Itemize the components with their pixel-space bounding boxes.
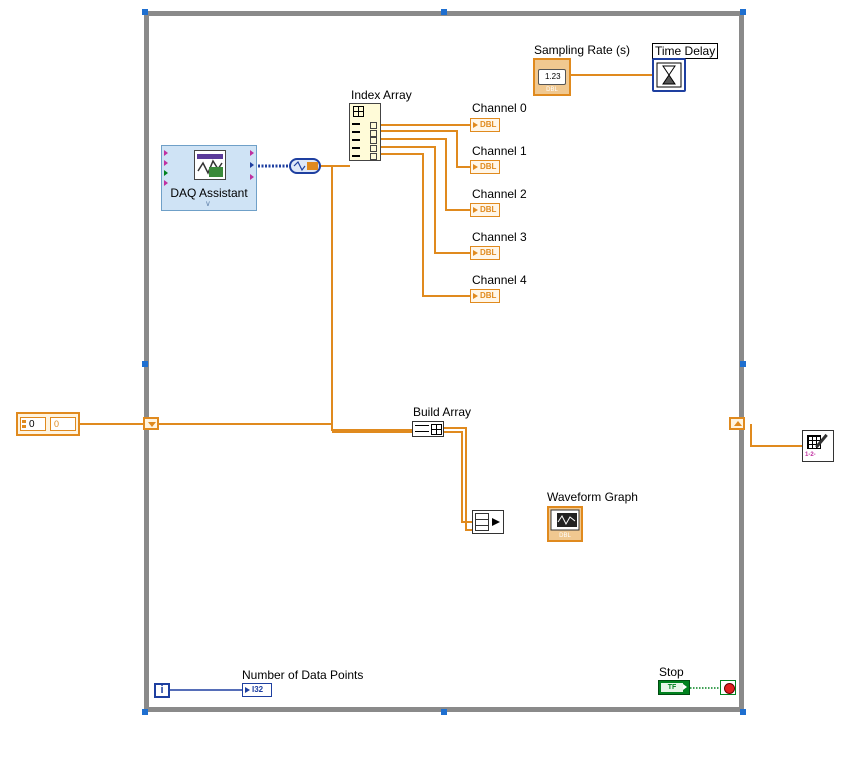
wire-shift-register-to-file[interactable] (750, 424, 802, 447)
stop-sign-icon (724, 683, 735, 694)
iteration-terminal-text: i (160, 684, 164, 696)
channel-4-type: DBL (480, 291, 497, 300)
channel-0-label: Channel 0 (472, 101, 527, 115)
daq-output-terminal-icon[interactable] (250, 162, 254, 168)
daq-assistant[interactable]: DAQ Assistant ∨ (161, 145, 257, 211)
loop-resize-handle[interactable] (142, 9, 148, 15)
expand-chevron-icon[interactable]: ∨ (205, 199, 211, 208)
shift-down-arrow-icon (148, 422, 156, 427)
loop-resize-handle[interactable] (441, 9, 447, 15)
index-output-3[interactable] (370, 145, 377, 152)
index-array[interactable] (349, 103, 381, 161)
array-index-value: 0 (29, 419, 35, 430)
wire-channel-3[interactable] (380, 146, 470, 254)
channel-4-indicator[interactable]: DBL (470, 289, 500, 303)
daq-wave-icon (197, 154, 223, 177)
build-array-inputs-icon (415, 425, 429, 434)
channel-0-type: DBL (480, 120, 497, 129)
channel-1-type: DBL (480, 162, 497, 171)
dbl-wires (80, 74, 802, 531)
daq-output-terminal-icon[interactable] (250, 150, 254, 156)
array-element-value: 0 (54, 419, 63, 429)
sampling-rate-control[interactable]: 1.23 DBL (533, 58, 571, 96)
numeric-display: 1.23 (538, 69, 566, 85)
daq-input-terminal-icon[interactable] (164, 180, 168, 186)
waveform-graph-type: DBL (559, 533, 571, 539)
channel-2-type: DBL (480, 205, 497, 214)
stop-control[interactable]: TF (658, 680, 690, 695)
daq-input-terminal-icon[interactable] (164, 150, 168, 156)
daq-input-terminal-icon[interactable] (164, 160, 168, 166)
wire-channel-2[interactable] (380, 138, 470, 211)
stop-arrow-icon (683, 684, 687, 690)
increment-arrows-icon (22, 420, 26, 428)
shift-up-arrow-icon (734, 421, 742, 426)
sampling-rate-label: Sampling Rate (s) (534, 43, 631, 57)
index-output-0[interactable] (370, 122, 377, 129)
channel-0-indicator[interactable]: DBL (470, 118, 500, 132)
array-constant[interactable]: 0 0 (16, 412, 80, 436)
channel-2-indicator[interactable]: DBL (470, 203, 500, 217)
sampling-rate-display-text: 1.23 (545, 72, 561, 81)
wire-channel-1[interactable] (380, 130, 470, 168)
waveform-graph-label: Waveform Graph (547, 490, 638, 504)
daq-output-terminal-icon[interactable] (250, 174, 254, 180)
channel-3-label: Channel 3 (472, 230, 527, 244)
while-loop[interactable] (144, 11, 744, 712)
channel-3-indicator[interactable]: DBL (470, 246, 500, 260)
hourglass-icon (656, 62, 682, 88)
graph-icon (550, 509, 580, 531)
daq-card-icon (194, 150, 226, 180)
array-grid-icon (353, 106, 364, 117)
array-grid-icon (431, 424, 442, 435)
number-of-data-points-type: I32 (252, 685, 264, 694)
convert-dynamic-data[interactable] (289, 158, 321, 174)
time-delay-label: Time Delay (652, 43, 719, 59)
loop-resize-handle[interactable] (740, 709, 746, 715)
loop-resize-handle[interactable] (740, 361, 746, 367)
bundle-node[interactable] (472, 510, 504, 534)
convert-icon (293, 160, 318, 172)
stop-label: Stop (659, 665, 684, 679)
bundle-slots-icon (475, 513, 489, 531)
loop-resize-handle[interactable] (740, 9, 746, 15)
build-array-label: Build Array (413, 405, 472, 419)
channel-2-label: Channel 2 (472, 187, 527, 201)
waveform-graph-indicator[interactable]: DBL (547, 506, 583, 542)
wire-channel-4[interactable] (380, 153, 470, 297)
iteration-terminal[interactable]: i (154, 683, 170, 698)
daq-input-terminal-icon[interactable] (164, 170, 168, 176)
indicator-arrow-icon (245, 687, 250, 693)
sampling-rate-type: DBL (546, 87, 558, 93)
stop-type: TF (661, 683, 683, 692)
index-output-4[interactable] (370, 153, 377, 160)
loop-resize-handle[interactable] (142, 709, 148, 715)
daq-assistant-label: DAQ Assistant (170, 186, 248, 200)
index-input-icon (352, 123, 360, 157)
index-output-1[interactable] (370, 130, 377, 137)
bundle-arrow-icon (492, 518, 500, 526)
loop-condition-terminal[interactable] (720, 680, 736, 695)
channel-3-type: DBL (480, 248, 497, 257)
number-of-data-points-indicator[interactable]: I32 (242, 683, 272, 697)
wire-build-array-to-graph-format[interactable] (444, 427, 472, 531)
write-file-text: 1-2- (805, 452, 816, 458)
right-shift-register[interactable] (729, 417, 745, 430)
channel-1-label: Channel 1 (472, 144, 527, 158)
index-output-2[interactable] (370, 137, 377, 144)
wire-shift-register-to-build-array[interactable] (158, 423, 412, 431)
array-index-display[interactable]: 0 (20, 417, 46, 431)
left-shift-register[interactable] (143, 417, 159, 430)
index-array-label: Index Array (351, 88, 412, 102)
number-of-data-points-label: Number of Data Points (242, 668, 364, 682)
loop-resize-handle[interactable] (441, 709, 447, 715)
array-element-display[interactable]: 0 (50, 417, 76, 431)
build-array[interactable] (412, 421, 444, 437)
write-to-spreadsheet-file[interactable]: 1-2- (802, 430, 834, 462)
loop-resize-handle[interactable] (142, 361, 148, 367)
channel-1-indicator[interactable]: DBL (470, 160, 500, 174)
channel-4-label: Channel 4 (472, 273, 527, 287)
time-delay-function[interactable] (652, 58, 686, 92)
